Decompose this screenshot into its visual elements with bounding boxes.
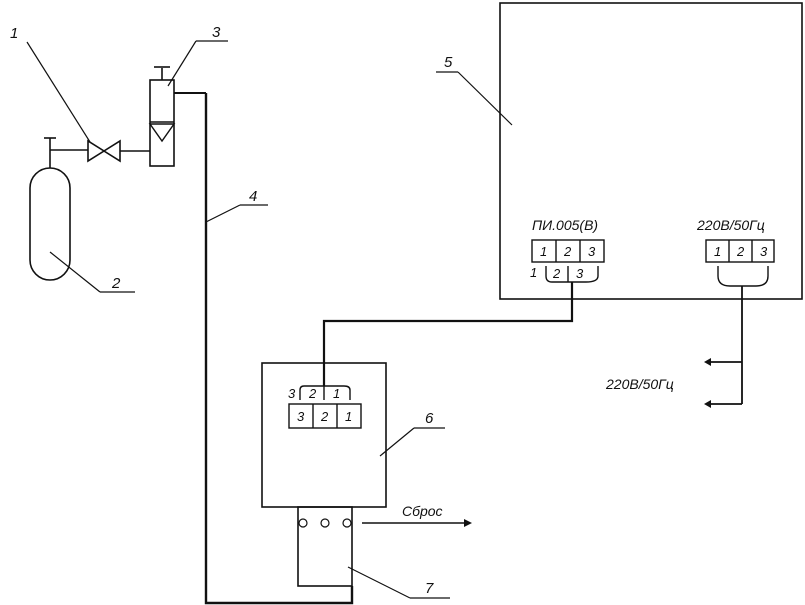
power-port-socket: 1 2 3 [705, 239, 775, 263]
leader-line [26, 41, 91, 143]
mains-label: 220В/50Гц [605, 376, 674, 392]
gas-line [204, 93, 354, 605]
socket-pin: 1 [540, 244, 547, 259]
leader-line [205, 204, 241, 223]
vent-label: Сброс [402, 503, 443, 519]
socket-pin: 2 [320, 409, 329, 424]
mains-cable [708, 286, 743, 405]
socket-pin: 2 [563, 244, 572, 259]
leader-line [347, 566, 411, 599]
plug-pin: 2 [552, 266, 561, 281]
plug-pin: 2 [308, 386, 317, 401]
arrow-icon [704, 400, 711, 408]
power-plug [717, 266, 769, 287]
controller-unit [499, 2, 803, 300]
valve [87, 139, 150, 163]
sensor-block-socket: 3 2 1 [288, 403, 362, 429]
socket-pin: 1 [345, 409, 352, 424]
leader-line [379, 427, 415, 457]
plug-pin: 3 [288, 386, 296, 401]
callout-7: 7 [425, 580, 434, 597]
arrow-icon [704, 358, 711, 366]
sensor-port-plug: 1 2 3 [530, 265, 599, 283]
callout-2: 2 [111, 275, 121, 292]
socket-pin: 3 [297, 409, 305, 424]
callout-5: 5 [444, 54, 453, 71]
sensor-port-socket: 1 2 3 [531, 239, 605, 263]
leader-line [167, 40, 197, 87]
callout-6: 6 [425, 410, 434, 427]
plug-pin: 3 [576, 266, 584, 281]
leader-line [457, 71, 513, 126]
callout-4: 4 [249, 188, 257, 205]
plug-pin: 1 [530, 265, 537, 280]
socket-pin: 3 [760, 244, 768, 259]
callout-1: 1 [10, 25, 18, 42]
sensor-block-plug: 3 2 1 [288, 385, 351, 401]
socket-pin: 2 [736, 244, 745, 259]
callout-3: 3 [212, 24, 221, 41]
socket-pin: 3 [588, 244, 596, 259]
signal-cable [322, 282, 574, 386]
sensor-port-label: ПИ.005(В) [532, 217, 598, 233]
sensor-housing [297, 506, 353, 587]
power-port-label: 220В/50Гц [696, 217, 765, 233]
flow-meter [148, 66, 206, 167]
plug-pin: 1 [333, 386, 340, 401]
leader-line [49, 251, 101, 293]
socket-pin: 1 [714, 244, 721, 259]
gas-cylinder [29, 137, 88, 281]
arrow-icon [464, 519, 472, 527]
